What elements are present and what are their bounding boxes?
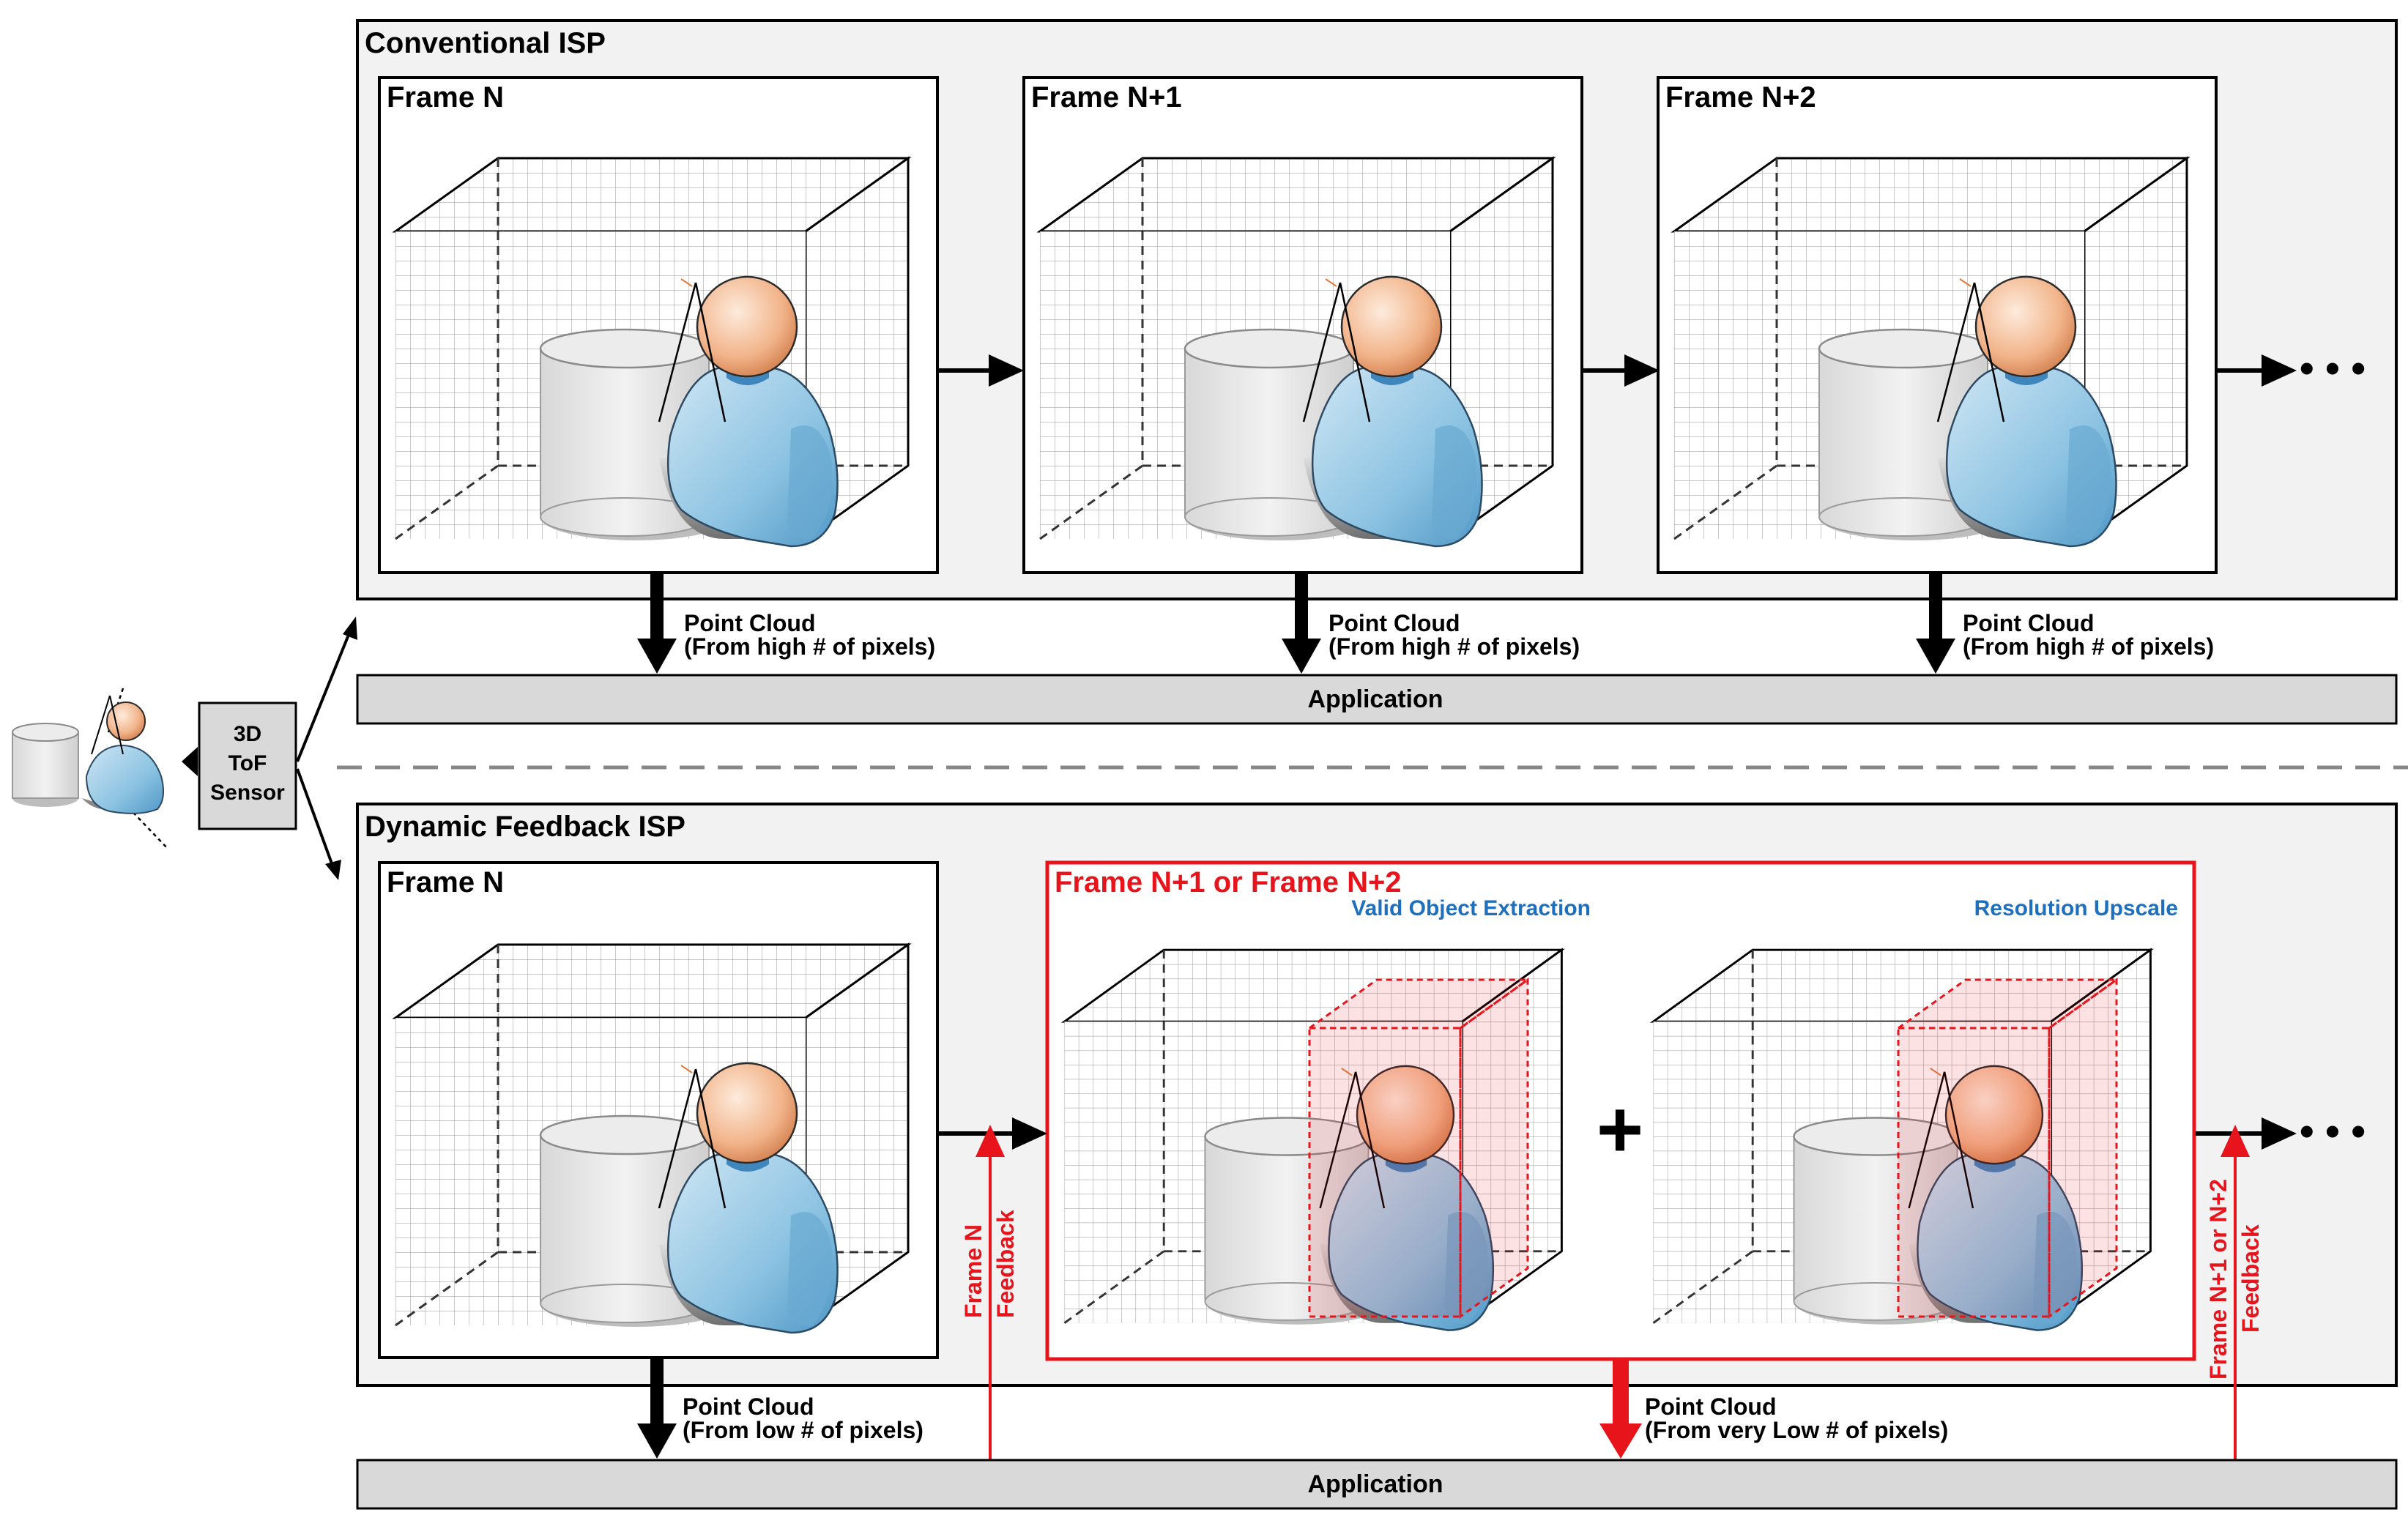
- conventional-frame-n2: Frame N+2: [1657, 76, 2218, 574]
- conv-pc2-line2: (From high # of pixels): [1329, 633, 1580, 660]
- sensor-label-line2: ToF: [228, 751, 267, 775]
- frame-n-feedback-line1: Frame N: [960, 1224, 986, 1318]
- combined-frame-title: Frame N+1 or Frame N+2: [1055, 866, 1402, 898]
- frame-n12-feedback: Frame N+1 or N+2 Feedback: [2205, 1125, 2264, 1460]
- conv-pc2-line1: Point Cloud: [1329, 610, 1460, 636]
- dynamic-point-cloud-arrows: Point Cloud (From low # of pixels) Point…: [637, 1359, 1948, 1459]
- dynamic-application-label: Application: [1307, 1470, 1443, 1498]
- resolution-upscale-label: Resolution Upscale: [1974, 896, 2178, 920]
- source-scene: 3D ToF Sensor: [12, 617, 357, 880]
- conv-pc1-line1: Point Cloud: [684, 610, 816, 636]
- conventional-frame-n2-title: Frame N+2: [1665, 81, 1816, 113]
- source-person-icon: [82, 695, 165, 814]
- dynamic-frame-n: Frame N: [378, 861, 939, 1359]
- frame-n12-feedback-line1: Frame N+1 or N+2: [2205, 1179, 2232, 1380]
- dyn-pc-low-line2: (From low # of pixels): [683, 1417, 924, 1443]
- conv-pc3-line1: Point Cloud: [1963, 610, 2095, 636]
- source-cylinder-icon: [12, 723, 79, 807]
- upscale-cube: [1651, 948, 2152, 1332]
- dynamic-application-bar: [356, 1459, 2398, 1510]
- conv-pc3-line2: (From high # of pixels): [1963, 633, 2214, 660]
- dynamic-isp-panel: Dynamic Feedback ISP Frame N Frame N+1 o…: [356, 803, 2398, 1460]
- dyn-pc-low-line1: Point Cloud: [683, 1393, 814, 1420]
- conventional-application-bar: [356, 674, 2398, 725]
- plus-sign: +: [1597, 1084, 1643, 1175]
- dynamic-combined-frame: Frame N+1 or Frame N+2 Valid Object Extr…: [1045, 860, 2196, 1361]
- frame-n-feedback: Frame N Feedback: [960, 1125, 1019, 1460]
- dyn-pc-verylow-line1: Point Cloud: [1645, 1393, 1777, 1420]
- dynamic-frame-n-title: Frame N: [387, 866, 504, 898]
- conv-pc1-line2: (From high # of pixels): [684, 633, 935, 660]
- conventional-frame-n: Frame N: [378, 76, 939, 574]
- sensor-label-line3: Sensor: [210, 781, 285, 805]
- dyn-pc-verylow-line2: (From very Low # of pixels): [1645, 1417, 1948, 1443]
- conventional-ellipsis: • • •: [2300, 345, 2366, 391]
- conventional-frame-n1: Frame N+1: [1022, 76, 1583, 574]
- frame-n12-feedback-line2: Feedback: [2237, 1224, 2264, 1333]
- conventional-point-cloud-arrows: Point Cloud (From high # of pixels) Poin…: [637, 574, 2214, 674]
- extraction-cube: [1063, 948, 1563, 1332]
- tof-sensor-box: [198, 701, 297, 830]
- source-arrow-icon: [182, 747, 198, 776]
- conventional-application-label: Application: [1307, 685, 1443, 713]
- valid-object-extraction-label: Valid Object Extraction: [1351, 896, 1591, 920]
- dynamic-title: Dynamic Feedback ISP: [365, 811, 685, 843]
- conventional-frame-n-title: Frame N: [387, 81, 504, 113]
- conventional-title: Conventional ISP: [365, 27, 606, 59]
- conventional-isp-panel: Conventional ISP Frame N Frame N+1 Frame…: [356, 19, 2398, 600]
- conventional-frame-n1-title: Frame N+1: [1031, 81, 1182, 113]
- frame-n-feedback-line2: Feedback: [992, 1210, 1019, 1318]
- dynamic-ellipsis: • • •: [2300, 1108, 2366, 1154]
- sensor-label-line1: 3D: [234, 722, 261, 746]
